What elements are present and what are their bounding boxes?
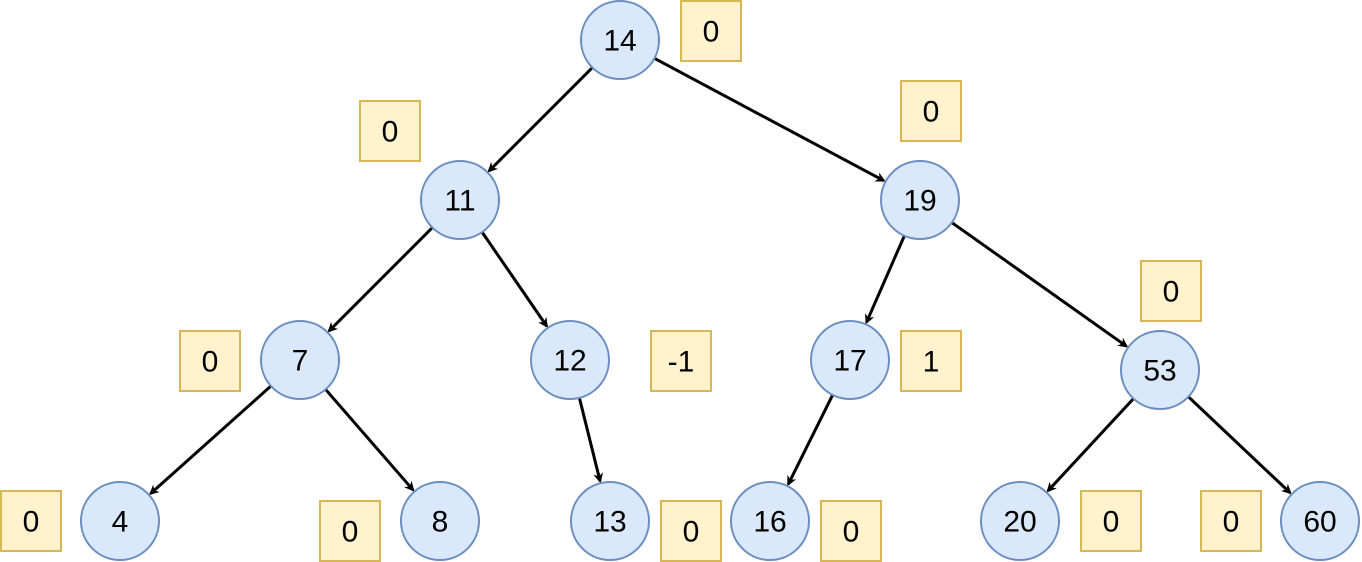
edge-n12-n13 xyxy=(577,397,604,484)
balance-factor-19: 0 xyxy=(900,80,962,142)
edge-n14-n11 xyxy=(487,66,594,173)
balance-value: 0 xyxy=(1163,276,1180,309)
balance-value: 0 xyxy=(382,116,399,149)
edge-n7-n4 xyxy=(149,384,272,495)
balance-factor-60: 0 xyxy=(1200,490,1262,552)
node-circle xyxy=(260,320,340,400)
balance-value: -1 xyxy=(668,346,695,379)
tree-node-12: 12 xyxy=(530,320,610,400)
balance-value: 0 xyxy=(703,16,720,49)
balance-value: 0 xyxy=(1223,506,1240,539)
edge-n11-n7 xyxy=(327,226,434,333)
edge-n19-n17 xyxy=(865,235,906,325)
tree-node-14: 14 xyxy=(580,0,660,80)
balance-value: 0 xyxy=(683,516,700,549)
balance-factor-8: 0 xyxy=(319,500,381,562)
balance-box xyxy=(1080,490,1142,552)
tree-node-20: 20 xyxy=(980,481,1060,561)
balance-value: 0 xyxy=(923,96,940,129)
node-label: 17 xyxy=(833,345,866,378)
node-circle xyxy=(810,320,890,400)
balance-value: 0 xyxy=(1103,506,1120,539)
balance-factor-11: 0 xyxy=(359,100,421,162)
node-label: 4 xyxy=(112,506,129,539)
node-circle xyxy=(580,0,660,80)
node-circle xyxy=(1280,481,1360,561)
balance-box xyxy=(359,100,421,162)
balance-value: 0 xyxy=(202,346,219,379)
balance-factor-20: 0 xyxy=(1080,490,1142,552)
tree-node-60: 60 xyxy=(1280,481,1360,561)
node-label: 19 xyxy=(903,185,936,218)
balance-factor-16: 0 xyxy=(820,500,882,562)
edge-n19-n53 xyxy=(950,221,1129,348)
balance-factor-17: 1 xyxy=(900,330,962,392)
nodes: 14 11 19 7 12 17 53 4 8 13 16 20 60 xyxy=(80,0,1360,561)
balance-box xyxy=(650,330,712,392)
edge-n53-n60 xyxy=(1187,395,1292,495)
node-label: 20 xyxy=(1003,506,1036,539)
node-circle xyxy=(400,481,480,561)
node-circle xyxy=(420,160,500,240)
edge-n17-n16 xyxy=(786,394,834,487)
edge-n11-n12 xyxy=(480,231,549,328)
edge-n7-n8 xyxy=(324,388,415,492)
tree-node-19: 19 xyxy=(880,160,960,240)
node-circle xyxy=(530,320,610,400)
edges xyxy=(149,57,1292,495)
balance-factor-53: 0 xyxy=(1140,260,1202,322)
tree-node-13: 13 xyxy=(570,481,650,561)
balance-value: 0 xyxy=(843,516,860,549)
balance-box xyxy=(1140,260,1202,322)
balance-factors: 0 0 0 0 -1 1 0 0 0 0 0 0 0 xyxy=(0,0,1262,562)
tree-node-4: 4 xyxy=(80,481,160,561)
node-label: 16 xyxy=(753,506,786,539)
node-label: 60 xyxy=(1303,506,1336,539)
balance-factor-12: -1 xyxy=(650,330,712,392)
node-circle xyxy=(80,481,160,561)
balance-value: 1 xyxy=(923,346,940,379)
balance-box xyxy=(680,0,742,62)
tree-node-17: 17 xyxy=(810,320,890,400)
balance-factor-14: 0 xyxy=(680,0,742,62)
balance-factor-7: 0 xyxy=(179,330,241,392)
balance-box xyxy=(900,330,962,392)
node-circle xyxy=(730,481,810,561)
node-label: 7 xyxy=(292,345,309,378)
node-label: 14 xyxy=(603,25,636,58)
balance-factor-13: 0 xyxy=(660,500,722,562)
tree-node-16: 16 xyxy=(730,481,810,561)
balance-box xyxy=(179,330,241,392)
balance-factor-4: 0 xyxy=(0,490,62,552)
balance-box xyxy=(1200,490,1262,552)
node-label: 53 xyxy=(1143,355,1176,388)
balance-box xyxy=(319,500,381,562)
balance-box xyxy=(0,490,62,552)
node-circle xyxy=(880,160,960,240)
balance-value: 0 xyxy=(342,516,359,549)
balance-box xyxy=(660,500,722,562)
node-circle xyxy=(980,481,1060,561)
tree-node-7: 7 xyxy=(260,320,340,400)
node-circle xyxy=(570,481,650,561)
node-label: 13 xyxy=(593,506,626,539)
tree-node-8: 8 xyxy=(400,481,480,561)
balance-box xyxy=(900,80,962,142)
edge-n14-n19 xyxy=(653,57,886,183)
node-label: 8 xyxy=(432,506,449,539)
node-label: 11 xyxy=(444,185,475,218)
node-circle xyxy=(1120,330,1200,410)
balance-box xyxy=(820,500,882,562)
edge-n53-n20 xyxy=(1046,397,1135,493)
tree-node-53: 53 xyxy=(1120,330,1200,410)
node-label: 12 xyxy=(553,345,586,378)
balance-value: 0 xyxy=(23,506,40,539)
tree-node-11: 11 xyxy=(420,160,500,240)
